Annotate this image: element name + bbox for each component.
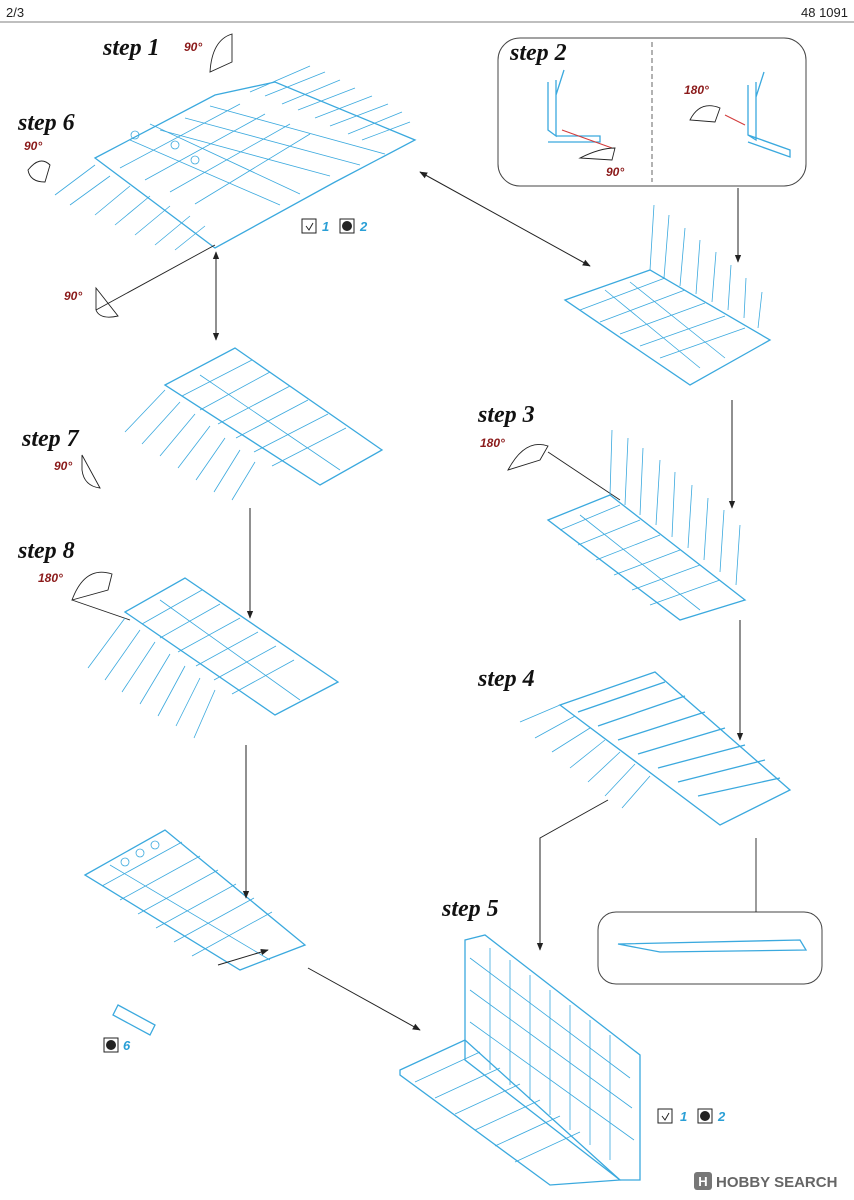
step2-label: step 2: [509, 40, 567, 66]
step5-label: step 5: [441, 896, 499, 922]
top-callouts: 1 2: [301, 218, 368, 234]
assembly-step5: [399, 934, 641, 1186]
step1-label: step 1: [102, 35, 160, 61]
step8-angle: 180°: [38, 571, 63, 585]
step2-inset: [497, 37, 807, 187]
extra-bend-arc-icon: [95, 286, 119, 318]
step1-bend-arc-icon: [209, 33, 233, 73]
page-number: 2/3: [6, 5, 24, 20]
paint-callout-num-2: 2: [717, 1109, 726, 1124]
assembly-step4: [519, 671, 792, 826]
bend-symbol-icon: [301, 218, 317, 234]
part-detail-inset: [597, 838, 823, 985]
assembly-step3: [546, 429, 747, 621]
extra-angle: 90°: [64, 289, 82, 303]
step7-bend-arc-icon: [81, 454, 101, 489]
step7-angle: 90°: [54, 459, 72, 473]
step8-bend-arc-icon: [71, 571, 113, 601]
assembly-step2-result: [563, 204, 772, 386]
part-6: 6: [103, 1004, 156, 1053]
paint-callout-num: 2: [359, 219, 368, 234]
part6-callout-num: 6: [123, 1038, 131, 1053]
bottom-callouts: 1 2: [657, 1108, 726, 1124]
assembly-step7: [124, 347, 384, 501]
step6-angle: 90°: [24, 139, 42, 153]
step8-label: step 8: [17, 538, 75, 564]
bend-callout-num-2: 1: [680, 1109, 687, 1124]
assembly-final-left: [83, 829, 307, 971]
bend-symbol-icon-2: [657, 1108, 673, 1124]
bend-callout-num: 1: [322, 219, 329, 234]
watermark-logo-icon: [694, 1172, 712, 1190]
product-code: 48 1091: [801, 5, 848, 20]
step6-bend-arc-icon: [27, 160, 51, 183]
step3-angle: 180°: [480, 436, 505, 450]
step3-label: step 3: [477, 402, 535, 428]
step6-label: step 6: [17, 110, 75, 136]
step7-label: step 7: [21, 426, 80, 452]
assembly-step1-6: [54, 65, 417, 251]
step2-angle-b: 90°: [606, 165, 624, 179]
step4-label: step 4: [477, 666, 535, 692]
assembly-step8: [87, 577, 340, 739]
watermark: H HOBBY SEARCH: [694, 1172, 837, 1191]
step1-angle: 90°: [184, 40, 202, 54]
watermark-text: HOBBY SEARCH: [716, 1174, 837, 1191]
step3-bend-arc-icon: [507, 444, 549, 471]
flow-arrows: [212, 171, 744, 1031]
svg-text:H: H: [698, 1174, 707, 1189]
step2-angle-a: 180°: [684, 83, 709, 97]
